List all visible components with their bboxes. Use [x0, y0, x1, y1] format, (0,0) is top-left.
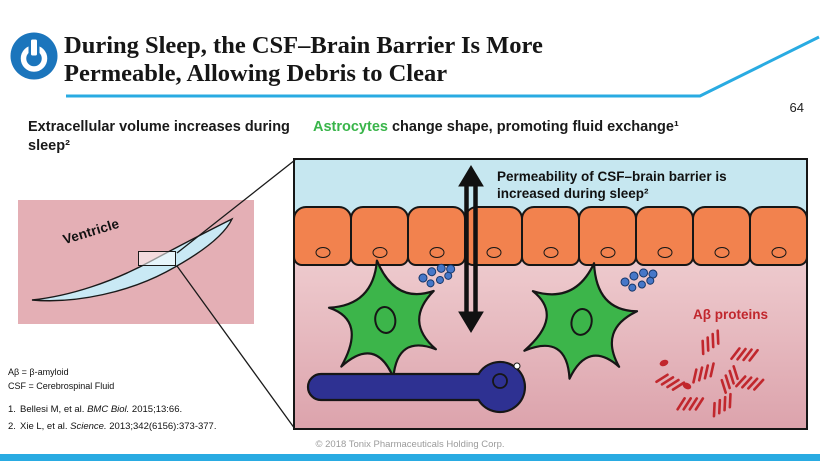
reference-item: 1. Bellesi M, et al. BMC Biol. 2015;13:66…	[8, 404, 216, 415]
abeta-protein	[659, 359, 669, 367]
astrocytes-highlight: Astrocytes	[313, 119, 388, 135]
tonix-logo	[10, 32, 58, 80]
right-heading: Astrocytes change shape, promoting fluid…	[313, 118, 813, 137]
barrier-diagram-panel: Permeability of CSF–brain barrier is inc…	[293, 158, 808, 430]
abeta-protein	[695, 329, 726, 356]
copyright-footer: © 2018 Tonix Pharmaceuticals Holding Cor…	[315, 439, 505, 450]
ependymal-cell	[635, 206, 694, 266]
abeta-protein	[735, 370, 765, 396]
reference-journal: Science.	[70, 421, 107, 432]
abbreviation-line: Aβ = β-amyloid	[8, 367, 69, 377]
title-line-1: During Sleep, the CSF–Brain Barrier Is M…	[64, 32, 543, 59]
title-line-2: Permeable, Allowing Debris to Clear	[64, 60, 448, 88]
page-number: 64	[789, 100, 804, 115]
ependymal-cell	[749, 206, 806, 266]
ventricle-illustration	[31, 217, 234, 302]
astrocyte-right	[515, 250, 647, 391]
blood-vessel	[306, 360, 527, 414]
diagram-artwork	[306, 165, 765, 418]
page-title: During Sleep, the CSF–Brain Barrier Is M…	[64, 32, 764, 88]
brain-section-figure: Ventricle	[18, 200, 254, 324]
ependymal-cell	[692, 206, 751, 266]
abeta-protein	[682, 382, 692, 390]
astrocyte-endfeet-dots	[416, 260, 459, 290]
reference-tail: 2015;13:66.	[129, 404, 183, 415]
astrocyte-left	[322, 252, 446, 387]
abeta-protein	[655, 368, 686, 397]
reference-number: 2.	[8, 421, 16, 432]
abeta-protein	[730, 342, 759, 366]
abeta-protein	[707, 392, 737, 418]
reference-authors: Bellesi M, et al.	[20, 404, 88, 415]
bottom-accent-bar	[0, 454, 820, 461]
abeta-proteins-cluster	[655, 329, 765, 418]
abeta-label: Aβ proteins	[693, 307, 768, 322]
left-heading: Extracellular volume increases during sl…	[28, 119, 290, 154]
reference-item: 2. Xie L, et al. Science. 2013;342(6156):…	[8, 421, 216, 432]
right-heading-rest: change shape, promoting fluid exchange¹	[387, 119, 679, 135]
fluid-exchange-arrows	[458, 165, 484, 333]
reference-authors: Xie L, et al.	[20, 421, 71, 432]
abeta-protein	[689, 362, 718, 384]
ependymal-cell	[295, 206, 352, 266]
panel-caption: Permeability of CSF–brain barrier is inc…	[497, 169, 727, 201]
reference-journal: BMC Biol.	[87, 404, 130, 415]
abeta-protein	[714, 365, 745, 394]
references: 1. Bellesi M, et al. BMC Biol. 2015;13:66…	[8, 404, 216, 438]
reference-number: 1.	[8, 404, 16, 415]
abeta-protein	[676, 393, 705, 415]
power-icon	[10, 32, 58, 80]
ependymal-cell-layer	[295, 206, 806, 266]
astrocyte-endfeet-dots	[618, 265, 660, 294]
ependymal-cell	[407, 206, 466, 266]
reference-tail: 2013;342(6156):373-377.	[106, 421, 217, 432]
abbreviations: Aβ = β-amyloid CSF = Cerebrospinal Fluid	[8, 366, 114, 393]
zoom-region-box	[138, 251, 176, 266]
abbreviation-line: CSF = Cerebrospinal Fluid	[8, 380, 115, 391]
